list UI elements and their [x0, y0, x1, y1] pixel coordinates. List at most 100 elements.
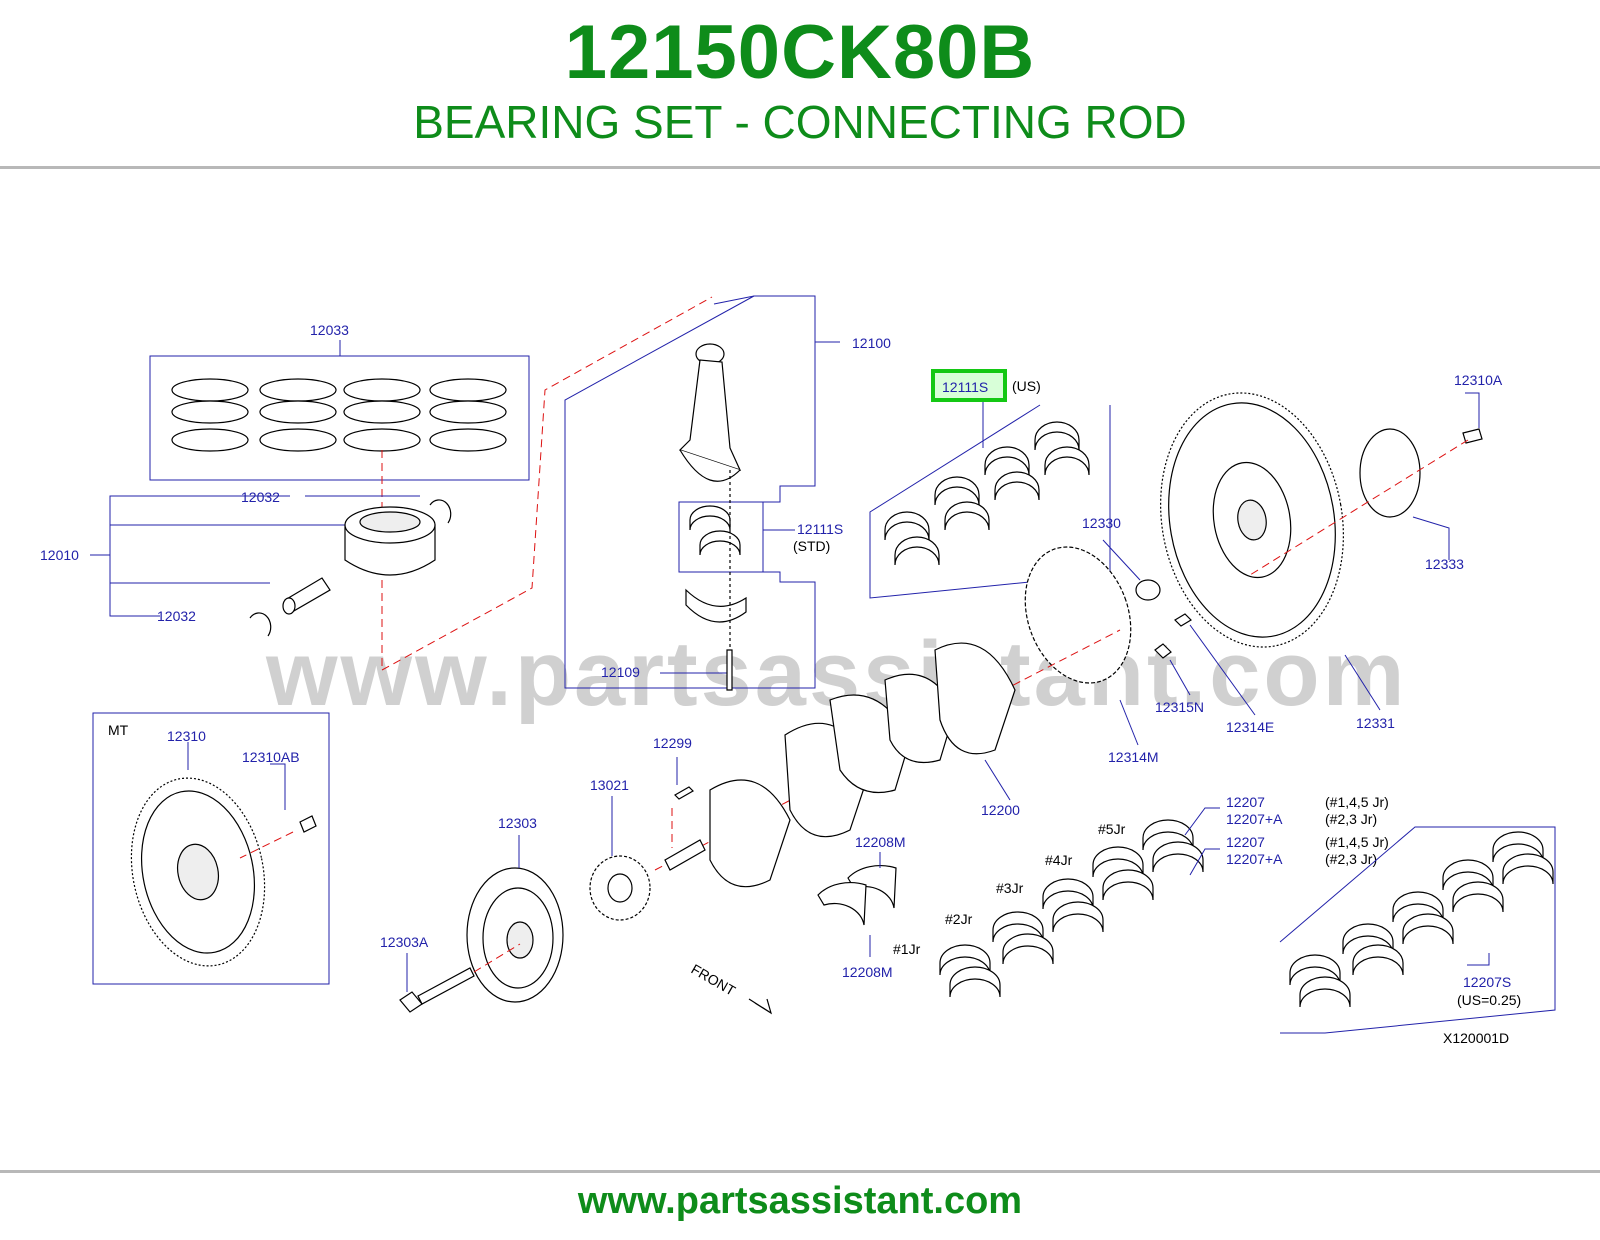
label-12310[interactable]: 12310 — [167, 728, 206, 744]
label-jr-23-b: (#2,3 Jr) — [1325, 851, 1377, 867]
leader-line — [1412, 516, 1450, 560]
label-12299[interactable]: 12299 — [653, 735, 692, 751]
page-header: 12150CK80B BEARING SET - CONNECTING ROD — [0, 0, 1600, 168]
part-description: BEARING SET - CONNECTING ROD — [413, 96, 1187, 148]
mt-flywheel-frame — [92, 712, 330, 985]
main-bearing-us-group — [1279, 826, 1556, 1034]
label-12208m-bottom[interactable]: 12208M — [842, 964, 893, 980]
piston-ring-set — [171, 378, 507, 452]
conrod-bearing-us-group — [869, 398, 1111, 599]
assembly-guide-line — [381, 296, 713, 671]
assembly-guide-line — [239, 831, 294, 859]
label-12207s[interactable]: 12207S — [1463, 974, 1511, 990]
label-12032-top[interactable]: 12032 — [241, 489, 280, 505]
conrod-bearing-icon — [689, 505, 741, 556]
leader-line — [1467, 953, 1490, 966]
label-std: (STD) — [793, 538, 830, 554]
crank-web-icon — [934, 642, 1016, 755]
label-12032-bottom[interactable]: 12032 — [157, 608, 196, 624]
label-12111s-std[interactable]: 12111S — [797, 521, 843, 537]
diagram-canvas: www.partsassistant.com 12033 1203 — [40, 295, 1556, 1046]
label-12207-a[interactable]: 12207 — [1226, 794, 1265, 810]
label-12010[interactable]: 12010 — [40, 547, 79, 563]
drive-plate-group — [1160, 392, 1483, 711]
bearing-us-frame — [869, 404, 1111, 599]
conrod-bearing-frame — [678, 501, 764, 573]
label-12207a-b[interactable]: 12207+A — [1226, 851, 1283, 867]
label-jr-23-a: (#2,3 Jr) — [1325, 811, 1377, 827]
flywheel-hub-icon — [176, 843, 220, 901]
leader-line — [1169, 659, 1191, 696]
crank-web-icon — [709, 779, 791, 888]
crank-key-group — [671, 757, 694, 848]
label-front: FRONT — [689, 961, 739, 999]
signal-plate-icon — [1024, 546, 1132, 684]
footer-divider — [0, 1170, 1600, 1173]
part-number-title: 12150CK80B — [564, 10, 1036, 95]
header-divider — [0, 166, 1600, 169]
leader-line — [1344, 654, 1381, 711]
piston-rings-group — [149, 340, 530, 670]
leader-line — [1102, 539, 1141, 581]
thrust-washer-group — [817, 852, 897, 957]
highlight-box — [931, 369, 1007, 402]
piston-pin-icon — [282, 577, 331, 615]
connecting-rod-group — [564, 295, 840, 691]
signal-plate-bolt-icon — [1154, 643, 1172, 659]
crank-nose-icon — [664, 839, 706, 871]
label-12314m[interactable]: 12314M — [1108, 749, 1159, 765]
crankshaft-group — [654, 629, 1121, 888]
label-12303a[interactable]: 12303A — [380, 934, 429, 950]
label-12200[interactable]: 12200 — [981, 802, 1020, 818]
leader-line — [1119, 699, 1139, 746]
crank-key-icon — [674, 786, 694, 800]
leader-line — [1465, 392, 1480, 428]
label-12033[interactable]: 12033 — [310, 322, 349, 338]
label-12331[interactable]: 12331 — [1356, 715, 1395, 731]
bearing-shell-set-icon — [884, 421, 1090, 566]
leader-line — [1189, 848, 1220, 876]
label-us: (US) — [1012, 378, 1041, 394]
label-12111s-us[interactable]: 12111S — [942, 379, 988, 395]
label-mt: MT — [108, 722, 129, 738]
front-arrow-icon — [748, 998, 773, 1015]
label-12315n[interactable]: 12315N — [1155, 699, 1204, 715]
label-12100[interactable]: 12100 — [852, 335, 891, 351]
label-12207-b[interactable]: 12207 — [1226, 834, 1265, 850]
pulley-hub-icon — [506, 921, 534, 959]
label-journal-5: #5Jr — [1098, 821, 1126, 837]
mt-flywheel-group — [92, 712, 330, 985]
label-13021[interactable]: 13021 — [590, 777, 629, 793]
piston-assembly-group — [90, 495, 452, 637]
label-12330[interactable]: 12330 — [1082, 515, 1121, 531]
rear-plate-group — [1024, 539, 1256, 746]
leader-line — [1189, 624, 1256, 716]
label-journal-1: #1Jr — [893, 941, 921, 957]
dowel-pin-icon — [1174, 613, 1192, 627]
label-12310ab[interactable]: 12310AB — [242, 749, 300, 765]
leader-line — [109, 495, 290, 617]
label-12208m-top[interactable]: 12208M — [855, 834, 906, 850]
snap-ring-icon — [249, 612, 272, 637]
label-12207a-a[interactable]: 12207+A — [1226, 811, 1283, 827]
label-12333[interactable]: 12333 — [1425, 556, 1464, 572]
label-us-025: (US=0.25) — [1457, 992, 1521, 1008]
conrod-bolt-icon — [726, 649, 733, 691]
conrod-cap-icon — [685, 588, 747, 623]
reinforcement-plate-icon — [1359, 428, 1421, 518]
crank-pulley-group — [399, 835, 564, 1013]
label-12109[interactable]: 12109 — [601, 664, 640, 680]
footer-site-link[interactable]: www.partsassistant.com — [577, 1180, 1023, 1222]
sprocket-bore-icon — [607, 873, 633, 903]
label-12314e[interactable]: 12314E — [1226, 719, 1274, 735]
label-journal-3: #3Jr — [996, 880, 1024, 896]
leader-line — [270, 763, 286, 810]
diagram-code: X120001D — [1443, 1030, 1509, 1046]
label-12310a[interactable]: 12310A — [1454, 372, 1503, 388]
label-journal-4: #4Jr — [1045, 852, 1073, 868]
drive-plate-center-icon — [1237, 499, 1267, 541]
bearing-us-frame — [1279, 826, 1556, 1034]
parts-diagram: www.partsassistant.com 12033 1203 — [0, 170, 1600, 1168]
label-12303[interactable]: 12303 — [498, 815, 537, 831]
thrust-washer-icon — [817, 882, 867, 926]
